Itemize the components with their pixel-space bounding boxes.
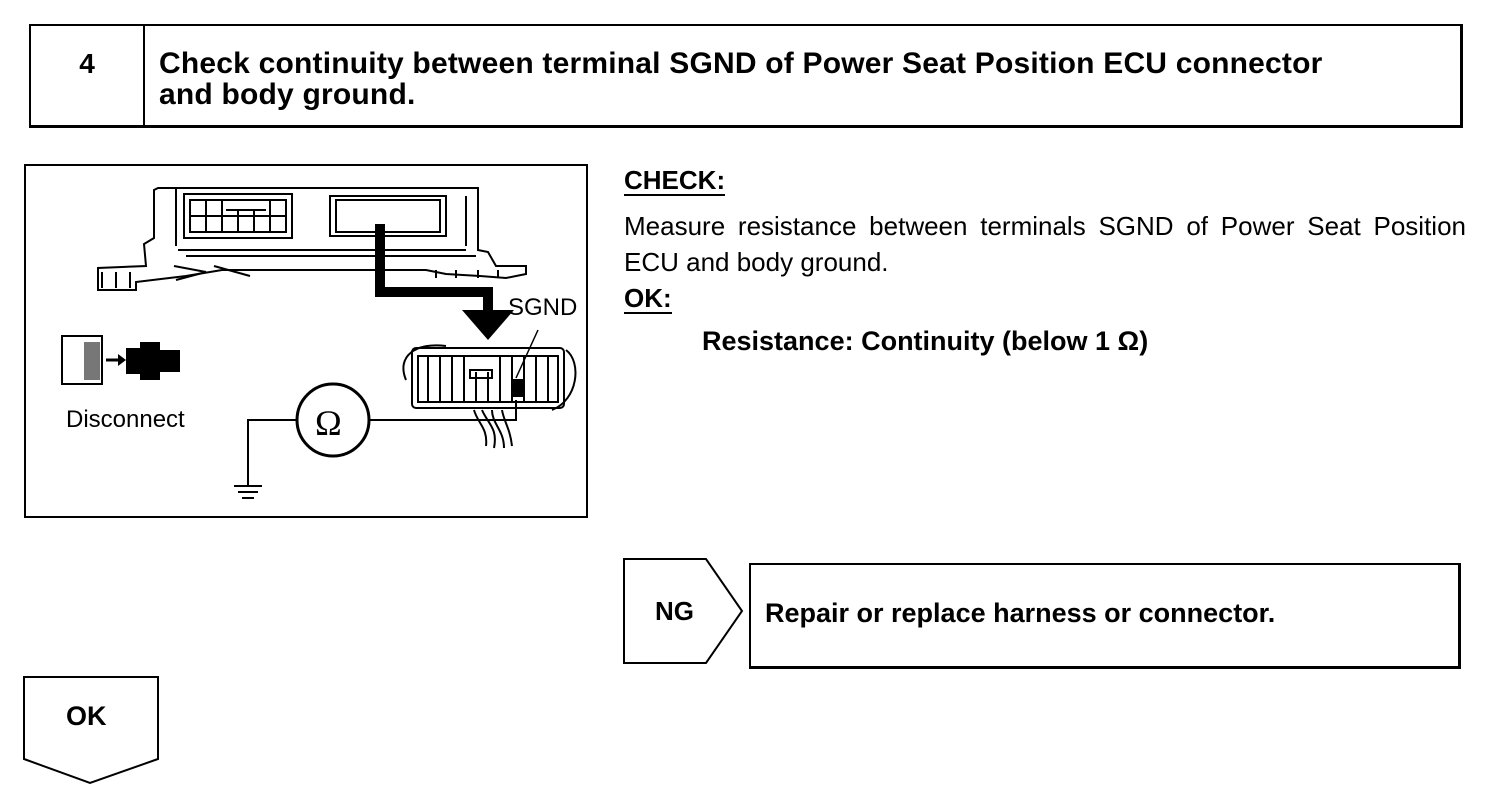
ok-arrow-shape — [23, 676, 159, 785]
harness-connector — [402, 344, 577, 449]
ng-label: NG — [655, 596, 694, 626]
ecu-diagram — [61, 187, 577, 499]
ohm-symbol: Ω — [315, 403, 342, 443]
ng-action-text: Repair or replace harness or connector. — [765, 598, 1276, 628]
disconnect-label: Disconnect — [66, 406, 185, 433]
ok-heading: OK: — [624, 283, 672, 314]
sgnd-label: SGND — [508, 294, 578, 321]
ecu-outline — [97, 187, 527, 291]
step-number: 4 — [31, 26, 145, 125]
step-title-line-1: Check continuity between terminal SGND o… — [159, 47, 1323, 80]
arrow-to-connector — [375, 224, 493, 314]
ok-label: OK — [66, 701, 107, 731]
step-header: 4 Check continuity between terminal SGND… — [29, 24, 1463, 128]
check-instructions: Measure resistance between terminals SGN… — [624, 211, 1466, 277]
ng-action-box: Repair or replace harness or connector. — [749, 563, 1461, 669]
ecu-connector-left — [183, 193, 293, 239]
step-title-line-2: and body ground. — [159, 78, 416, 111]
ecu-connector-right — [329, 195, 447, 237]
step-title: Check continuity between terminal SGND o… — [159, 48, 1450, 110]
disconnect-icon — [61, 335, 180, 385]
sgnd-terminal — [511, 379, 523, 397]
ng-arrow-shape — [623, 558, 744, 664]
ohmmeter-circuit — [234, 382, 517, 499]
ok-specification: Resistance: Continuity (below 1 Ω) — [702, 326, 1149, 356]
check-heading: CHECK: — [624, 165, 726, 196]
connector-illustration: Ω SGND Disconnect — [24, 164, 588, 518]
